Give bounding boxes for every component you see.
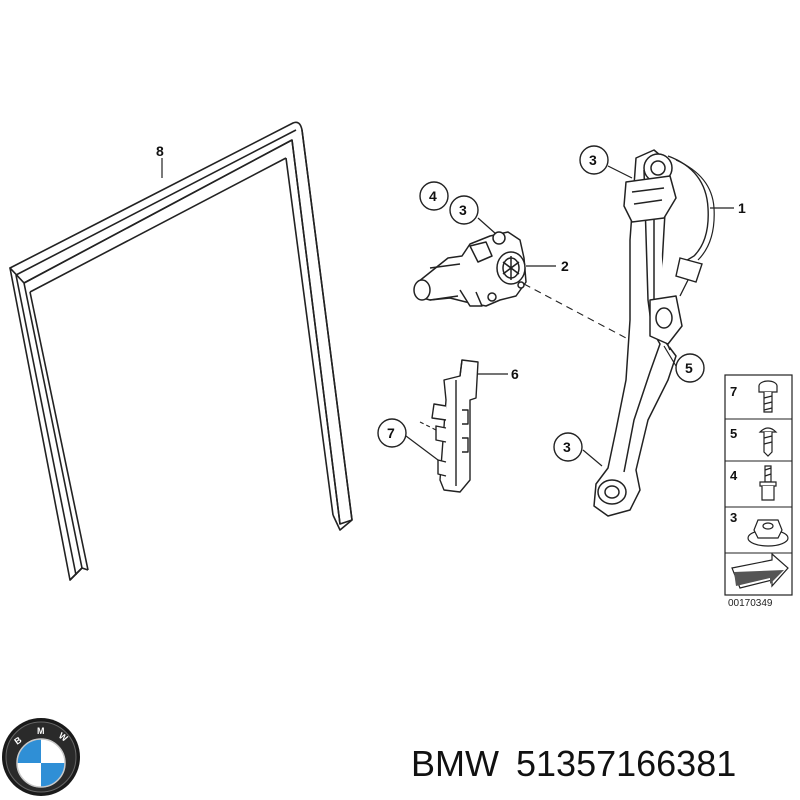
callout-3-top: 3 — [589, 152, 597, 168]
callout-8: 8 — [156, 143, 164, 159]
nut-3-icon — [747, 519, 789, 547]
legend-row-5: 5 — [730, 426, 737, 441]
cable-drum — [675, 257, 703, 283]
regulator-cable — [667, 155, 709, 263]
callout-6: 6 — [511, 366, 519, 382]
screw-5-icon — [758, 427, 778, 457]
legend-row-7: 7 — [730, 384, 737, 399]
logo-letter-b: B — [12, 734, 23, 746]
callout-7-circle — [377, 418, 407, 448]
callout-3-motor: 3 — [459, 202, 467, 218]
fastener-legend — [724, 374, 793, 596]
callout-3-top-circle — [579, 145, 609, 175]
reference-number: 00170349 — [728, 598, 773, 609]
guide-rail-part — [431, 359, 479, 493]
window-seal-part — [9, 121, 353, 581]
callout-5: 5 — [685, 360, 693, 376]
leader-line-3-motor — [477, 217, 497, 235]
callout-3-motor-circle — [449, 195, 479, 225]
stud-4-icon — [759, 465, 777, 501]
dashed-line-7 — [419, 421, 437, 431]
brand-label: BMW — [411, 743, 499, 784]
legend-row-3: 3 — [730, 510, 737, 525]
leader-line-3-bottom — [582, 449, 603, 467]
leader-line-3-top — [607, 165, 633, 179]
leader-line-7 — [405, 435, 439, 461]
logo-letter-m: M — [37, 726, 45, 736]
dashed-alignment-line — [523, 283, 661, 357]
callout-5-circle — [675, 353, 705, 383]
part-number: 51357166381 — [516, 743, 736, 784]
callout-3-bottom-circle — [553, 432, 583, 462]
window-motor-part — [413, 231, 527, 307]
legend-row-4: 4 — [730, 468, 738, 483]
callout-4: 4 — [429, 188, 437, 204]
cable-end — [679, 279, 689, 297]
callout-3-bottom: 3 — [563, 439, 571, 455]
callout-4-circle — [419, 181, 449, 211]
callout-1: 1 — [738, 200, 746, 216]
orientation-arrow-icon — [731, 552, 789, 589]
leader-line-5 — [663, 345, 677, 367]
window-regulator-part — [593, 149, 683, 517]
callout-2: 2 — [561, 258, 569, 274]
callout-7: 7 — [387, 425, 395, 441]
screw-7-icon — [758, 380, 778, 413]
bmw-logo: B M W — [2, 718, 80, 796]
